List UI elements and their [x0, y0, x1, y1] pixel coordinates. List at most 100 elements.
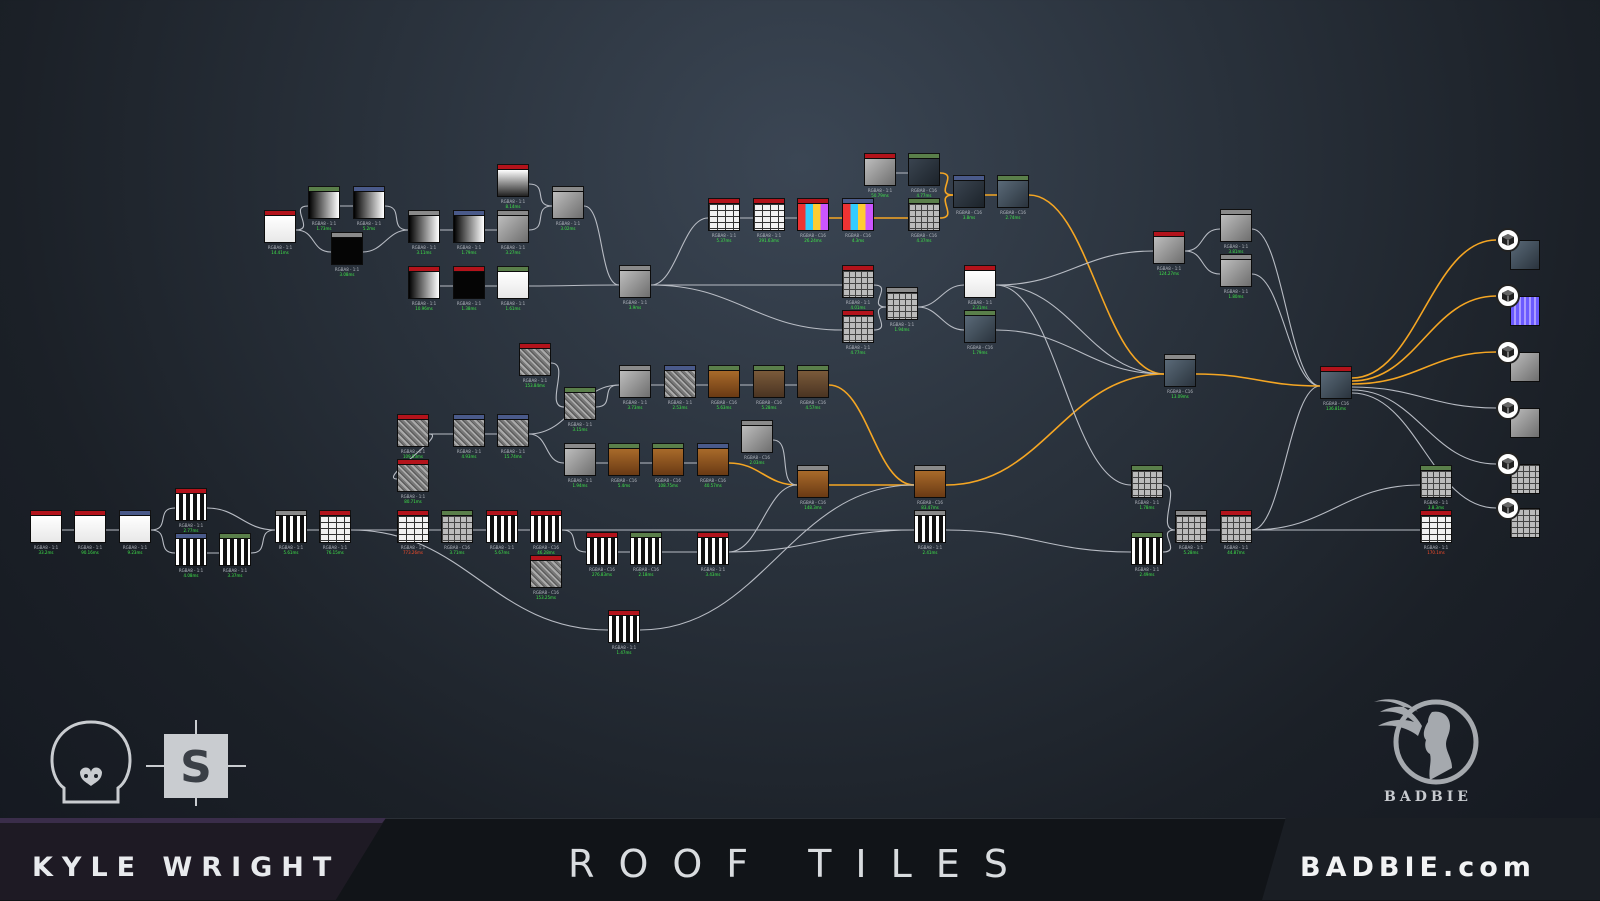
node-thumbnail[interactable]: [708, 203, 740, 231]
node-thumbnail[interactable]: [1220, 259, 1252, 287]
node-thumbnail[interactable]: [619, 270, 651, 298]
node-thumbnail[interactable]: [1153, 236, 1185, 264]
grayscale-link[interactable]: [206, 507, 276, 531]
node-thumbnail[interactable]: [914, 470, 946, 498]
grayscale-link[interactable]: [150, 507, 176, 531]
node-header[interactable]: [408, 210, 440, 215]
output-link[interactable]: [1351, 239, 1497, 379]
grayscale-link[interactable]: [995, 329, 1165, 375]
grayscale-link[interactable]: [550, 362, 565, 408]
grayscale-link[interactable]: [995, 284, 1165, 375]
node-header[interactable]: [797, 365, 829, 370]
node-thumbnail[interactable]: [708, 370, 740, 398]
node-thumbnail[interactable]: [497, 419, 529, 447]
grayscale-link[interactable]: [528, 284, 620, 287]
node-header[interactable]: [564, 443, 596, 448]
node-thumbnail[interactable]: [697, 537, 729, 565]
node-header[interactable]: [619, 365, 651, 370]
node-header[interactable]: [652, 443, 684, 448]
node-thumbnail[interactable]: [608, 448, 640, 476]
node-header[interactable]: [842, 310, 874, 315]
node-header[interactable]: [308, 186, 340, 191]
grayscale-link[interactable]: [583, 205, 620, 286]
node-header[interactable]: [708, 365, 740, 370]
grayscale-link[interactable]: [384, 205, 409, 231]
node-header[interactable]: [908, 198, 940, 203]
node-thumbnail[interactable]: [753, 370, 785, 398]
node-thumbnail[interactable]: [331, 237, 363, 265]
node-thumbnail[interactable]: [1175, 515, 1207, 543]
node-thumbnail[interactable]: [608, 615, 640, 643]
node-thumbnail[interactable]: [175, 538, 207, 566]
node-thumbnail[interactable]: [319, 515, 351, 543]
node-thumbnail[interactable]: [497, 215, 529, 243]
node-header[interactable]: [497, 164, 529, 169]
grayscale-link[interactable]: [1184, 250, 1221, 275]
output-link[interactable]: [1351, 295, 1497, 382]
node-header[interactable]: [1175, 510, 1207, 515]
node-header[interactable]: [530, 555, 562, 560]
node-header[interactable]: [530, 510, 562, 515]
node-header[interactable]: [564, 387, 596, 392]
node-thumbnail[interactable]: [408, 215, 440, 243]
output-link[interactable]: [1351, 392, 1497, 509]
grayscale-link[interactable]: [1251, 273, 1321, 387]
node-header[interactable]: [864, 153, 896, 158]
node-thumbnail[interactable]: [564, 392, 596, 420]
grayscale-link[interactable]: [295, 205, 309, 231]
node-thumbnail[interactable]: [1220, 515, 1252, 543]
node-header[interactable]: [708, 198, 740, 203]
node-thumbnail[interactable]: [175, 493, 207, 521]
node-header[interactable]: [997, 175, 1029, 180]
node-thumbnail[interactable]: [408, 271, 440, 299]
grayscale-link[interactable]: [528, 433, 565, 464]
node-thumbnail[interactable]: [797, 470, 829, 498]
grayscale-link[interactable]: [362, 229, 409, 253]
node-thumbnail[interactable]: [519, 348, 551, 376]
node-thumbnail[interactable]: [119, 515, 151, 543]
node-thumbnail[interactable]: [552, 191, 584, 219]
node-header[interactable]: [1220, 510, 1252, 515]
node-header[interactable]: [608, 443, 640, 448]
output-link[interactable]: [1351, 389, 1497, 465]
grayscale-link[interactable]: [728, 484, 798, 553]
node-thumbnail[interactable]: [964, 270, 996, 298]
node-thumbnail[interactable]: [586, 537, 618, 565]
node-header[interactable]: [1164, 354, 1196, 359]
color-link[interactable]: [828, 384, 915, 486]
node-thumbnail[interactable]: [30, 515, 62, 543]
node-thumbnail[interactable]: [953, 180, 985, 208]
node-header[interactable]: [953, 175, 985, 180]
grayscale-link[interactable]: [873, 306, 887, 331]
